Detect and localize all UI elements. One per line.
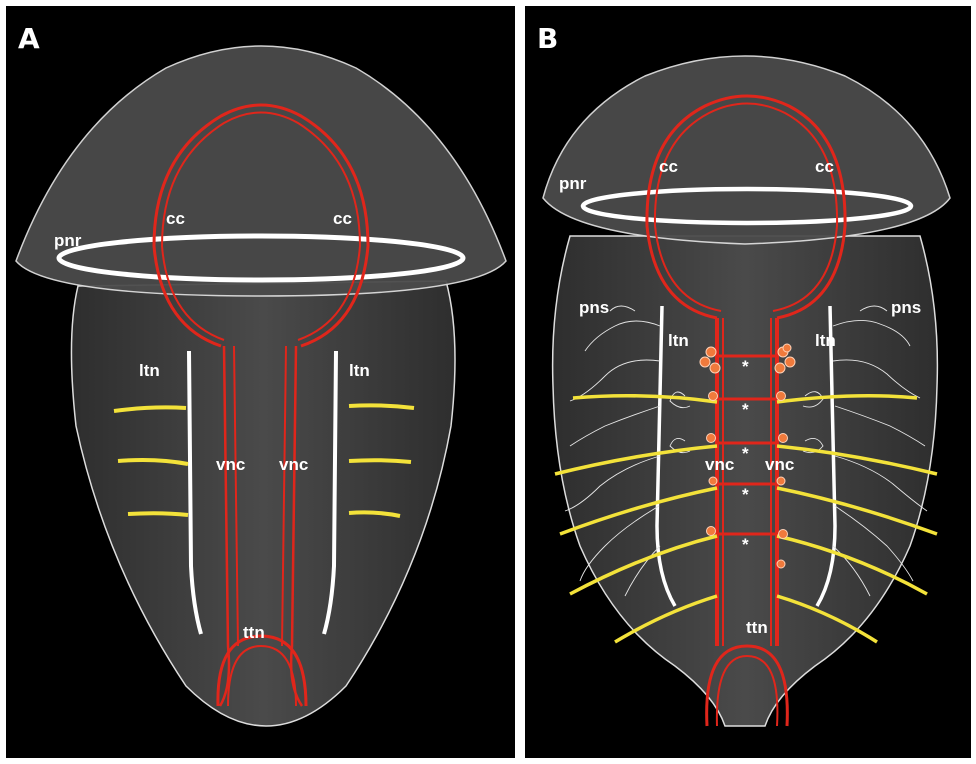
panel-a-diagram: A pnr cc cc ltn ltn vnc vnc ttn	[6, 6, 515, 758]
hyposphere-body	[71, 281, 455, 726]
label-pns-right: pns	[891, 298, 921, 317]
cell	[777, 392, 786, 401]
label-ltn-left: ltn	[668, 331, 689, 350]
label-pnr: pnr	[559, 174, 587, 193]
segmental-nerve-l3	[128, 513, 188, 515]
label-cc-left: cc	[659, 157, 678, 176]
label-pnr: pnr	[54, 231, 82, 250]
panel-label-b: B	[537, 22, 558, 55]
label-ltn-left: ltn	[139, 361, 160, 380]
trunk-body	[553, 236, 938, 726]
cell	[785, 357, 795, 367]
cell	[779, 530, 788, 539]
label-ltn-right: ltn	[815, 331, 836, 350]
label-cc-right: cc	[815, 157, 834, 176]
commissure-marker: *	[742, 400, 749, 419]
label-ttn: ttn	[746, 618, 768, 637]
cell	[783, 344, 791, 352]
panel-b: B pnr cc cc pns pns ltn ltn vnc vnc ttn …	[525, 6, 971, 758]
cell	[779, 434, 788, 443]
cell	[777, 560, 785, 568]
cell	[707, 527, 716, 536]
label-vnc-right: vnc	[765, 455, 794, 474]
cell	[777, 477, 785, 485]
cell	[706, 347, 716, 357]
panel-label-a: A	[18, 22, 40, 55]
label-ltn-right: ltn	[349, 361, 370, 380]
label-vnc-left: vnc	[705, 455, 734, 474]
commissure-marker: *	[742, 357, 749, 376]
cell	[709, 392, 718, 401]
panel-b-diagram: B pnr cc cc pns pns ltn ltn vnc vnc ttn …	[525, 6, 971, 758]
label-pns-left: pns	[579, 298, 609, 317]
cell	[700, 357, 710, 367]
cell	[710, 363, 720, 373]
commissure-marker: *	[742, 485, 749, 504]
cell	[775, 363, 785, 373]
cell	[709, 477, 717, 485]
commissure-marker: *	[742, 535, 749, 554]
label-vnc-left: vnc	[216, 455, 245, 474]
segmental-nerve-r2	[349, 460, 411, 462]
label-ttn: ttn	[243, 623, 265, 642]
label-vnc-right: vnc	[279, 455, 308, 474]
label-cc-right: cc	[333, 209, 352, 228]
commissure-marker: *	[742, 444, 749, 463]
episphere-body	[16, 46, 506, 296]
panel-a: A pnr cc cc ltn ltn vnc vnc ttn	[6, 6, 515, 758]
label-cc-left: cc	[166, 209, 185, 228]
cell	[707, 434, 716, 443]
